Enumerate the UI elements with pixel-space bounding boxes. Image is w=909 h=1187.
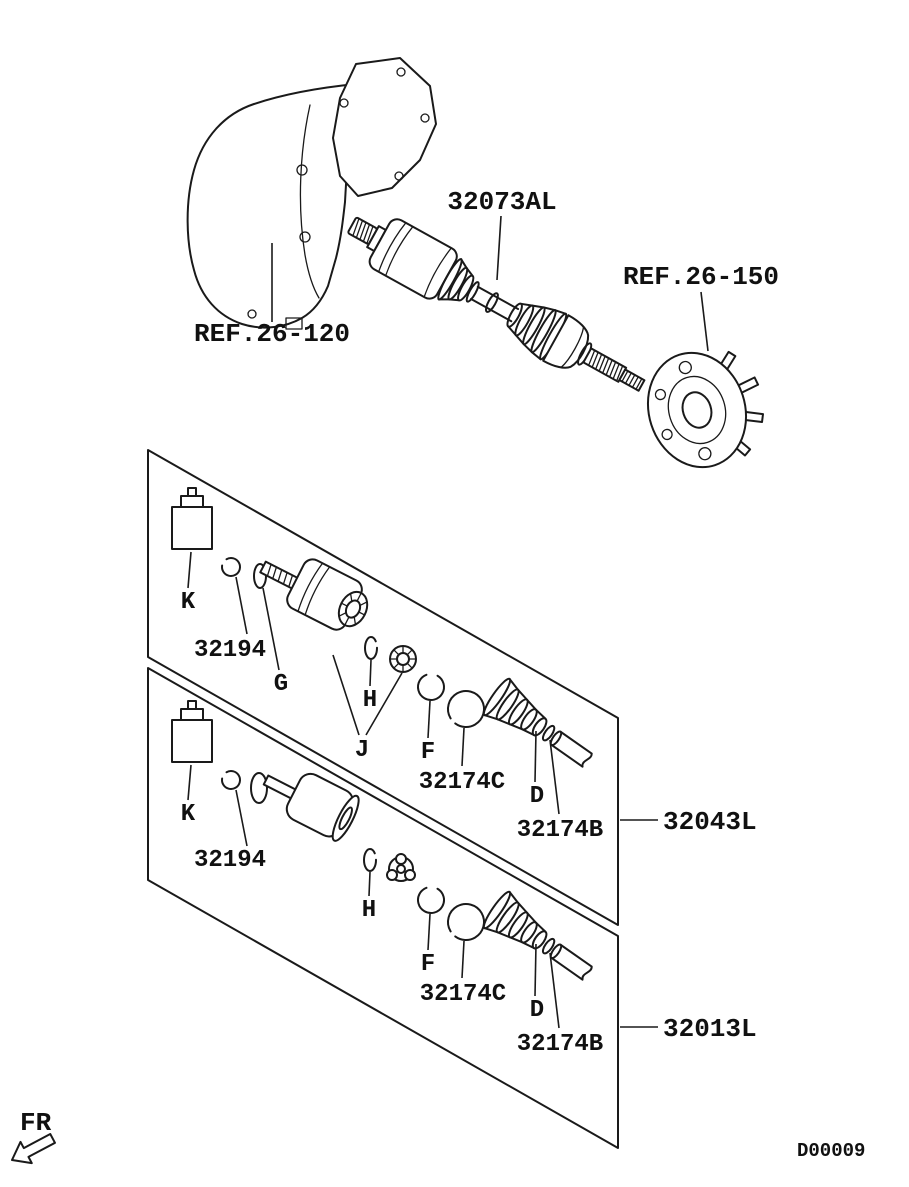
circlip-f-lower [417, 886, 445, 914]
spider-lower [386, 853, 416, 882]
inner-boot [437, 258, 480, 303]
threaded-tip [618, 368, 646, 392]
label-band-small-lower: 32174B [517, 1031, 603, 1058]
label-h-lower: H [362, 897, 376, 924]
hub-flange [646, 351, 748, 469]
circlip-h-upper [364, 636, 378, 660]
label-band-large-upper: 32174C [419, 769, 505, 796]
joint-housing-lower [285, 772, 360, 842]
label-d-upper: D [530, 783, 544, 810]
grease-pack-lower [171, 700, 213, 763]
transaxle-flange [332, 57, 437, 197]
spline-hatch [352, 217, 374, 245]
transaxle-details [247, 67, 430, 330]
boot-band-large-upper [447, 689, 485, 728]
kit-box-upper [147, 449, 619, 926]
stub-spline-hatch [587, 349, 624, 382]
inner-race-ticks [389, 645, 417, 673]
label-f-lower: F [421, 951, 435, 978]
label-k-lower: K [181, 801, 196, 828]
joint-shaft-spline-hatch [266, 563, 294, 588]
top-leaders [271, 215, 709, 352]
boot-upper [482, 677, 593, 768]
label-group-upper: 32043L [663, 807, 757, 837]
shaft-stub-lower [549, 943, 593, 981]
shaft-bar [470, 285, 520, 323]
hub-bore [681, 391, 713, 429]
label-snap-ring-upper: 32194 [194, 637, 266, 664]
circlip-f-upper [417, 673, 445, 701]
wheel-hub [646, 350, 764, 469]
label-shaft-part: 32073AL [447, 187, 556, 217]
fr-label: FR [20, 1108, 52, 1138]
snap-ring-lower [221, 770, 241, 791]
housing-spline-face [337, 590, 369, 628]
kit-box-lower [147, 667, 619, 1149]
label-d-lower: D [530, 997, 544, 1024]
stub-spline [582, 347, 628, 383]
label-k-upper: K [181, 589, 196, 616]
label-h-upper: H [363, 687, 377, 714]
transaxle-case [186, 83, 357, 329]
joint-housing-upper [286, 558, 369, 631]
kit-lower-parts: K 32194 H F 32174C D 32174B 32013L [171, 700, 757, 1058]
label-band-large-lower: 32174C [420, 981, 506, 1008]
label-snap-ring-lower: 32194 [194, 847, 266, 874]
boot-lower [482, 890, 593, 981]
upper-kit-leaders [187, 551, 658, 821]
shaft-stub-upper [549, 730, 593, 768]
thread-hatch [621, 370, 643, 390]
snap-ring-upper [221, 557, 241, 578]
inner-race-upper [389, 645, 417, 673]
label-j-upper: J [355, 737, 369, 764]
transaxle [186, 57, 437, 330]
drive-shaft-assembly [347, 216, 646, 392]
boot-band-large-lower [447, 903, 485, 941]
spline-face-ticks [338, 592, 368, 626]
outer-boot [506, 302, 568, 361]
fr-arrow-icon [11, 1132, 56, 1165]
label-band-small-upper: 32174B [517, 817, 603, 844]
washer-lower [250, 772, 268, 804]
hub-bolt-holes [654, 360, 712, 461]
label-f-upper: F [421, 739, 435, 766]
grease-pack-upper [171, 487, 213, 550]
circlip-h-lower [363, 848, 377, 872]
label-ref-hub: REF.26-150 [623, 262, 779, 292]
hub-bearing-ring [667, 375, 727, 445]
lower-kit-leaders [187, 764, 658, 1029]
doc-code: D00009 [797, 1140, 865, 1162]
label-group-lower: 32013L [663, 1014, 757, 1044]
inner-spline-tip [347, 216, 378, 245]
label-ref-transaxle: REF.26-120 [194, 319, 350, 349]
kit-upper-parts: K 32194 G H J F 32174C D 32174B 32043L [171, 487, 757, 844]
label-g-upper: G [274, 671, 288, 698]
boot-band-small-lower [541, 937, 556, 955]
boot-band-small-upper [541, 724, 556, 742]
